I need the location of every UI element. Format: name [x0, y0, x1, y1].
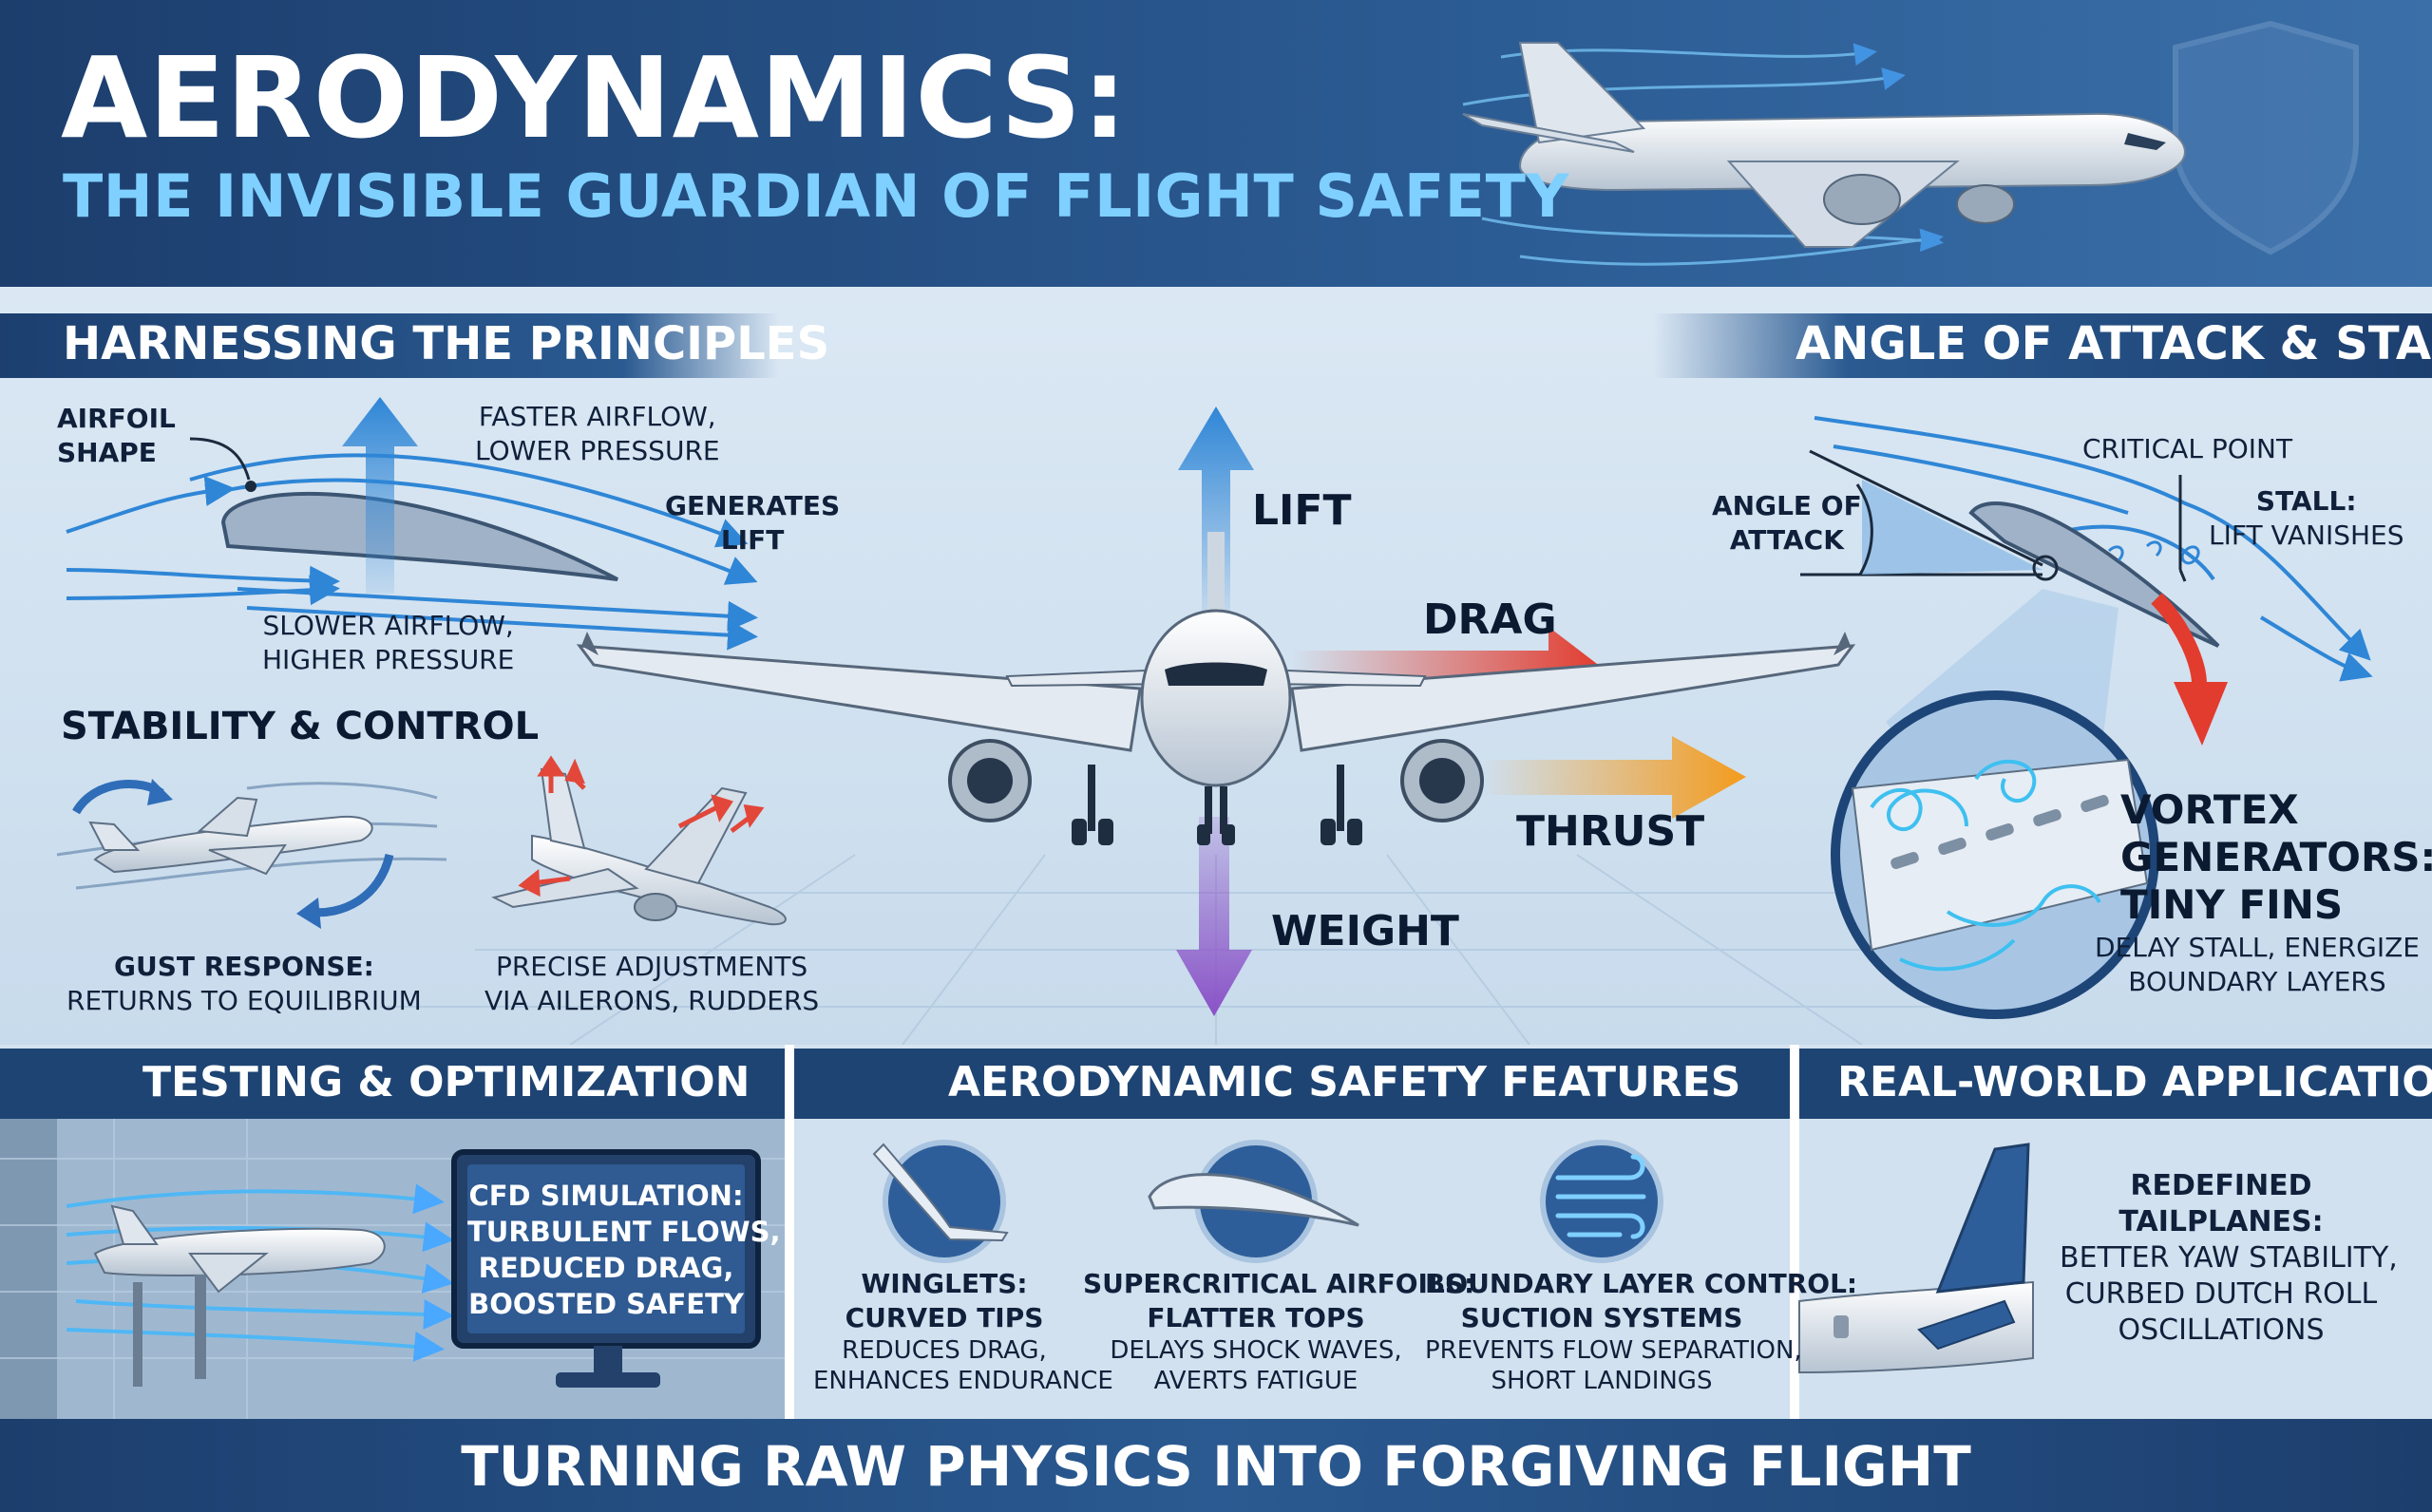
testing-heading: TESTING & OPTIMIZATION: [142, 1058, 750, 1106]
thrust-label: THRUST: [1516, 807, 1705, 856]
drag-label: DRAG: [1423, 595, 1557, 644]
stall-label: STALL:LIFT VANISHES: [2209, 485, 2404, 551]
realworld-heading: REAL-WORLD APPLICATION: [1837, 1058, 2432, 1106]
tailplanes-text: REDEFINED TAILPLANES: BETTER YAW STABILI…: [2060, 1169, 2398, 1347]
supercritical-feature: SUPERCRITICAL AIRFOILS: FLATTER TOPS DEL…: [1083, 1268, 1475, 1395]
principles-heading: HARNESSING THE PRINCIPLES: [63, 317, 830, 370]
weight-label: WEIGHT: [1271, 907, 1459, 955]
gust-response-label: GUST RESPONSE:RETURNS TO EQUILIBRIUM: [66, 951, 422, 1016]
winglets-feature: WINGLETS: CURVED TIPS REDUCES DRAG, ENHA…: [813, 1268, 1113, 1395]
footer-tagline: TURNING RAW PHYSICS INTO FORGIVING FLIGH…: [461, 1434, 1971, 1499]
stability-heading: STABILITY & CONTROL: [61, 705, 540, 748]
page-title: AERODYNAMICS:: [61, 32, 1129, 163]
slower-airflow-label: SLOWER AIRFLOW,HIGHER PRESSURE: [262, 610, 515, 675]
features-heading: AERODYNAMIC SAFETY FEATURES: [948, 1058, 1741, 1106]
cfd-screen-text: CFD SIMULATION:TURBULENT FLOWS, REDUCED …: [467, 1180, 781, 1320]
angle-heading: ANGLE OF ATTACK & STALL: [1796, 317, 2432, 370]
lift-label: LIFT: [1252, 486, 1352, 535]
boundary-layer-feature: BOUNDARY LAYER CONTROL: SUCTION SYSTEMS …: [1425, 1268, 1858, 1395]
critical-point-label: CRITICAL POINT: [2082, 433, 2293, 464]
faster-airflow-label: FASTER AIRFLOW,LOWER PRESSURE: [475, 401, 720, 466]
page-subtitle: THE INVISIBLE GUARDIAN OF FLIGHT SAFETY: [63, 161, 1569, 231]
